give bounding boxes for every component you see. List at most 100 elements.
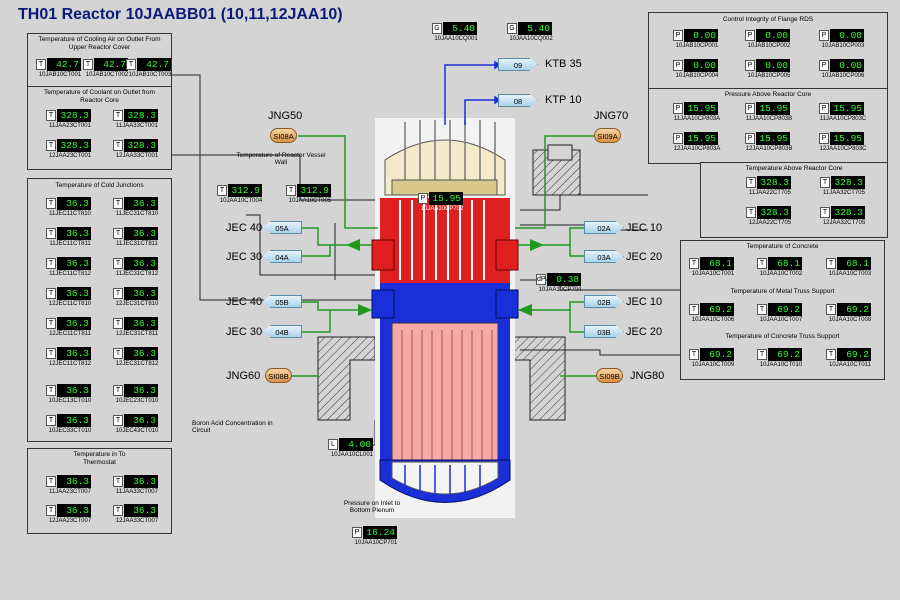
gauge-tag: 10JEC23CT010 (115, 398, 159, 404)
gauge-type-icon: T (757, 304, 767, 315)
outlet-09[interactable]: 09 (498, 58, 538, 71)
panel-title: Temperature in To Thermostat (73, 451, 126, 466)
gauge-tag: 12JAA23CT001 (48, 153, 92, 159)
gauge-value: 15.95 (684, 102, 718, 115)
gauge-type-icon: T (46, 385, 56, 396)
pipe-left-3-tag[interactable]: 05B (262, 295, 302, 308)
gauge-tag: 12JAA10CP803C (819, 146, 867, 152)
pipe-left-4-tag[interactable]: 04B (262, 325, 302, 338)
gauge-value: 0.00 (830, 59, 864, 72)
panel-cooling-air: Temperature of Cooling Air on Outlet Fro… (27, 33, 172, 87)
panel-coolant: Temperature of Coolant on Outlet from Re… (27, 86, 172, 170)
gauge-value: 328.3 (57, 109, 91, 122)
injection-si09b[interactable]: SI09B (596, 368, 623, 383)
gauge-type-icon: P (819, 103, 829, 114)
gauge-type-icon: T (757, 258, 767, 269)
gauge-tag: 11JAA23CT001 (49, 123, 91, 129)
gauge-type-icon: P (819, 60, 829, 71)
pipe-left-2-tag[interactable]: 04A (262, 250, 302, 263)
gauge-tag: 11JAA33CT007 (116, 489, 158, 495)
pipe-left-2-name: JEC 30 (226, 251, 263, 263)
outlet-08[interactable]: 08 (498, 94, 538, 107)
gauge-tag: 12JAA22CT705 (748, 220, 792, 226)
gauge-tag: 11JEC11CT810 (49, 211, 91, 217)
injection-si08b[interactable]: SI08B (265, 368, 292, 383)
gauge-value: 328.3 (757, 206, 791, 219)
pipe-right-3-tag[interactable]: 02B (584, 295, 624, 308)
reactor-vessel (371, 118, 519, 518)
gauge-value: 36.3 (57, 475, 91, 488)
pipe-right-1-tag[interactable]: 02A (584, 221, 624, 234)
panel-title: Temperature Above Reactor Core (745, 165, 843, 172)
injection-si08a[interactable]: SI08A (270, 128, 297, 143)
pipe-right-2-tag[interactable]: 03A (584, 250, 624, 263)
pipe-right-4-tag[interactable]: 03B (584, 325, 624, 338)
gauge-cq002[interactable]: G 5.40 10JAA10CQ002 (507, 22, 553, 42)
gauge-type-icon: T (113, 318, 123, 329)
pipe-right-3-name: JEC 10 (626, 296, 663, 308)
pipe-left-1-tag[interactable]: 05A (262, 221, 302, 234)
gauge-cq001[interactable]: G 5.40 10JAA10CQ001 (432, 22, 478, 42)
gauge-value: 36.3 (57, 287, 91, 300)
injection-si09a[interactable]: SI09A (594, 128, 621, 143)
